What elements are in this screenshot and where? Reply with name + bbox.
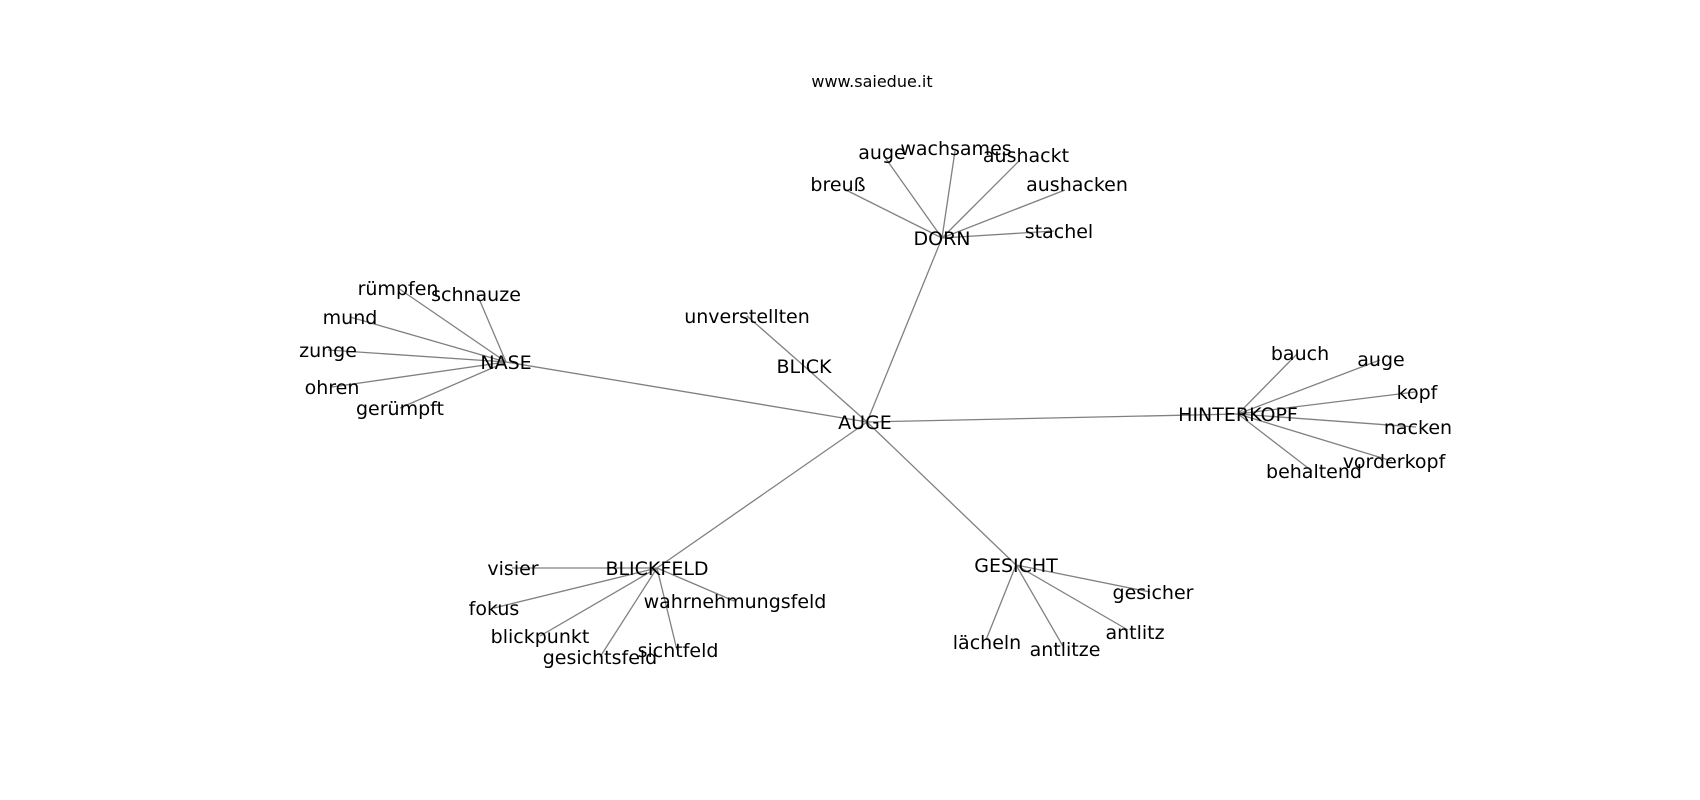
edge-dorn-wachsames [941, 150, 956, 239]
edge-nase-schnauze [476, 293, 507, 363]
edge-gesicht-laecheln [985, 564, 1017, 641]
node-nacken: nacken [1384, 417, 1452, 439]
edge-nase-geruempft [399, 361, 507, 409]
edge-dorn-auge [883, 155, 943, 239]
edge-blick-unverstellten [746, 315, 805, 367]
node-auge-dorn: auge [858, 142, 905, 164]
node-blick: BLICK [777, 356, 832, 378]
edge-root-blick [803, 365, 868, 423]
node-visier: visier [487, 558, 538, 580]
node-unverstellten: unverstellten [684, 306, 810, 328]
edge-hinterkopf-nacken [1237, 413, 1417, 428]
edge-nase-zunge [327, 349, 507, 363]
node-antlitze: antlitze [1030, 639, 1101, 661]
node-laecheln: lächeln [953, 632, 1021, 654]
edge-blickfeld-gesichtsfeld [599, 567, 658, 658]
edge-nase-ruempfen [397, 287, 507, 363]
node-fokus: fokus [469, 598, 520, 620]
node-ruempfen: rümpfen [358, 278, 439, 300]
node-bauch: bauch [1271, 343, 1329, 365]
edge-dorn-aushacken [941, 189, 1066, 239]
node-ohren: ohren [305, 377, 360, 399]
node-nase: NASE [480, 352, 531, 374]
node-kopf: kopf [1397, 382, 1439, 404]
node-stachel: stachel [1025, 221, 1093, 243]
edge-nase-mund [349, 316, 507, 363]
edge-blickfeld-wahrnehmungsfeld [656, 567, 735, 602]
node-blickpunkt: blickpunkt [491, 626, 590, 648]
edge-dorn-stachel [941, 230, 1055, 239]
node-sichtfeld: sichtfeld [638, 640, 719, 662]
edge-nase-ohren [331, 361, 507, 388]
node-auge-root: AUGE [838, 412, 892, 434]
node-geruempft: gerümpft [356, 398, 444, 420]
node-wachsames: wachsames [900, 138, 1011, 160]
node-aushacken: aushacken [1026, 174, 1128, 196]
edge-root-blickfeld [656, 421, 868, 569]
node-dorn: DORN [914, 228, 971, 250]
node-hinterkopf: HINTERKOPF [1178, 404, 1298, 426]
node-breuss: breuß [810, 174, 865, 196]
edge-dorn-aushackt [941, 159, 1021, 239]
edge-hinterkopf-kopf [1237, 391, 1416, 415]
edge-hinterkopf-behaltend [1237, 413, 1313, 472]
edge-root-nase [505, 361, 868, 423]
node-blickfeld: BLICKFELD [605, 558, 708, 580]
site-label: www.saiedue.it [811, 72, 932, 91]
edge-blickfeld-sichtfeld [656, 567, 678, 651]
edge-root-dorn [866, 237, 943, 423]
edge-hinterkopf-bauch [1237, 352, 1299, 415]
edge-gesicht-antlitze [1015, 564, 1065, 649]
edge-hinterkopf-vorderkopf [1237, 413, 1393, 462]
edge-root-hinterkopf [866, 413, 1239, 423]
edge-dorn-breuss [845, 189, 943, 239]
node-gesicht: GESICHT [974, 555, 1058, 577]
edge-blickfeld-blickpunkt [539, 567, 658, 637]
node-zunge: zunge [299, 340, 357, 362]
node-aushackt: aushackt [983, 145, 1069, 167]
edge-gesicht-antlitz [1015, 564, 1129, 631]
edge-blickfeld-fokus [493, 567, 658, 609]
node-gesichtsfeld: gesichtsfeld [543, 647, 657, 669]
node-mund: mund [323, 307, 378, 329]
node-wahrnehmungsfeld: wahrnehmungsfeld [644, 591, 827, 613]
node-antlitz: antlitz [1105, 622, 1164, 644]
edge-hinterkopf-auge [1237, 359, 1381, 415]
node-gesicher: gesicher [1113, 582, 1194, 604]
node-behaltend: behaltend [1266, 461, 1362, 483]
edge-root-gesicht [866, 421, 1017, 566]
edge-gesicht-gesicher [1015, 564, 1151, 593]
node-vorderkopf: vorderkopf [1343, 451, 1447, 473]
node-auge-hinterkopf: auge [1357, 349, 1404, 371]
node-schnauze: schnauze [431, 284, 521, 306]
